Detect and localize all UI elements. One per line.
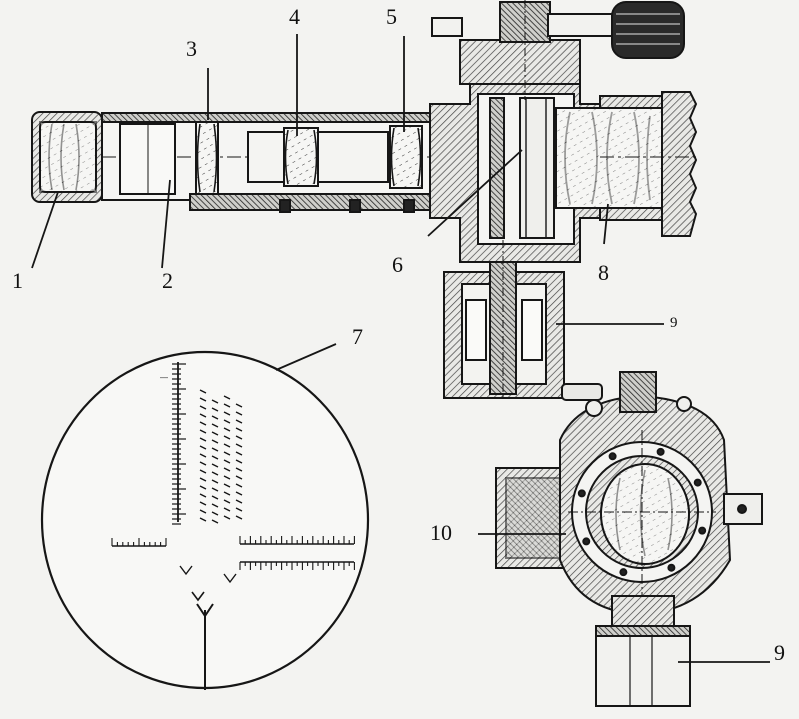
reticle-mark — [211, 447, 219, 452]
sight-front-view — [495, 371, 763, 707]
reticle-view: — — [40, 350, 370, 690]
reticle-mark — [199, 429, 207, 434]
reticle-mark — [211, 519, 219, 524]
reticle-mark — [223, 467, 231, 472]
callout-leaders — [31, 34, 770, 663]
reticle-mark — [223, 507, 231, 512]
reticle-mark — [199, 501, 207, 506]
reticle-mark — [199, 453, 207, 458]
reticle-mark — [211, 511, 219, 516]
reticle-mark — [235, 403, 243, 408]
reticle-mark — [199, 413, 207, 418]
svg-text:—: — — [160, 373, 168, 382]
callout-4: 4 — [289, 4, 300, 29]
reticle-mark — [223, 515, 231, 520]
reticle-mark — [223, 443, 231, 448]
reticle-mark — [223, 411, 231, 416]
reticle-mark — [199, 437, 207, 442]
callout-7: 7 — [352, 324, 363, 349]
reticle-mark — [211, 415, 219, 420]
reticle-mark — [223, 451, 231, 456]
ring-bolt — [656, 447, 665, 456]
callout-5: 5 — [386, 4, 397, 29]
reticle-mark — [235, 467, 243, 472]
ring-bolt — [698, 526, 707, 535]
reticle-mark — [211, 423, 219, 428]
reticle-mark — [223, 435, 231, 440]
reticle-mark — [235, 515, 243, 520]
reticle-mark — [211, 495, 219, 500]
reticle-mark — [235, 483, 243, 488]
callout-10: 10 — [430, 520, 452, 545]
reticle-mark — [199, 469, 207, 474]
ring-bolt — [667, 563, 676, 572]
reticle-mark — [235, 443, 243, 448]
reticle-mark — [223, 395, 231, 400]
eyepiece-assembly — [31, 111, 103, 203]
reticle-mark — [223, 419, 231, 424]
callout-1: 1 — [12, 268, 23, 293]
reticle-mark — [223, 499, 231, 504]
ring-bolt — [608, 452, 617, 461]
ring-bolt — [693, 478, 702, 487]
reticle-mark — [199, 445, 207, 450]
callout-8: 8 — [598, 260, 609, 285]
reticle-mark — [211, 487, 219, 492]
drive-housing-upper — [443, 240, 565, 399]
callout-3: 3 — [186, 36, 197, 61]
callout-2: 2 — [162, 268, 173, 293]
reticle-mark — [235, 427, 243, 432]
reticle-mark — [211, 439, 219, 444]
callout-6: 6 — [392, 252, 403, 277]
reticle-mark — [199, 397, 207, 402]
reticle-mark — [235, 435, 243, 440]
reticle-mark — [223, 491, 231, 496]
reticle-mark — [235, 411, 243, 416]
reticle-mark — [235, 451, 243, 456]
sight-cross-section — [31, 0, 700, 399]
reticle-mark — [235, 419, 243, 424]
reticle-mark — [199, 461, 207, 466]
reticle-mark — [199, 493, 207, 498]
reticle-mark — [223, 475, 231, 480]
main-tube — [101, 112, 470, 213]
reticle-mark — [223, 483, 231, 488]
reticle-mark — [211, 503, 219, 508]
reticle-mark — [199, 485, 207, 490]
callout-9-upper: 9 — [670, 315, 678, 331]
reticle-mark — [235, 491, 243, 496]
reticle-mark — [199, 517, 207, 522]
reticle-mark — [223, 459, 231, 464]
reticle-mark — [211, 455, 219, 460]
ring-bolt — [619, 568, 628, 577]
reticle-mark — [199, 477, 207, 482]
callout-9-lower: 9 — [774, 640, 785, 665]
reticle-mark — [211, 399, 219, 404]
reticle-mark — [199, 389, 207, 394]
reticle-mark — [211, 479, 219, 484]
reticle-mark — [211, 463, 219, 468]
reticle-mark — [211, 471, 219, 476]
objective-assembly — [555, 91, 700, 237]
reticle-mark — [223, 427, 231, 432]
ring-bolt — [582, 537, 591, 546]
reticle-mark — [199, 421, 207, 426]
reticle-mark — [235, 499, 243, 504]
reticle-mark — [235, 459, 243, 464]
ring-bolt — [577, 489, 586, 498]
reticle-mark — [199, 509, 207, 514]
reticle-mark — [211, 407, 219, 412]
reticle-mark — [235, 507, 243, 512]
reticle-mark — [235, 475, 243, 480]
reticle-mark — [211, 431, 219, 436]
reticle-mark — [199, 405, 207, 410]
reticle-mark — [223, 403, 231, 408]
